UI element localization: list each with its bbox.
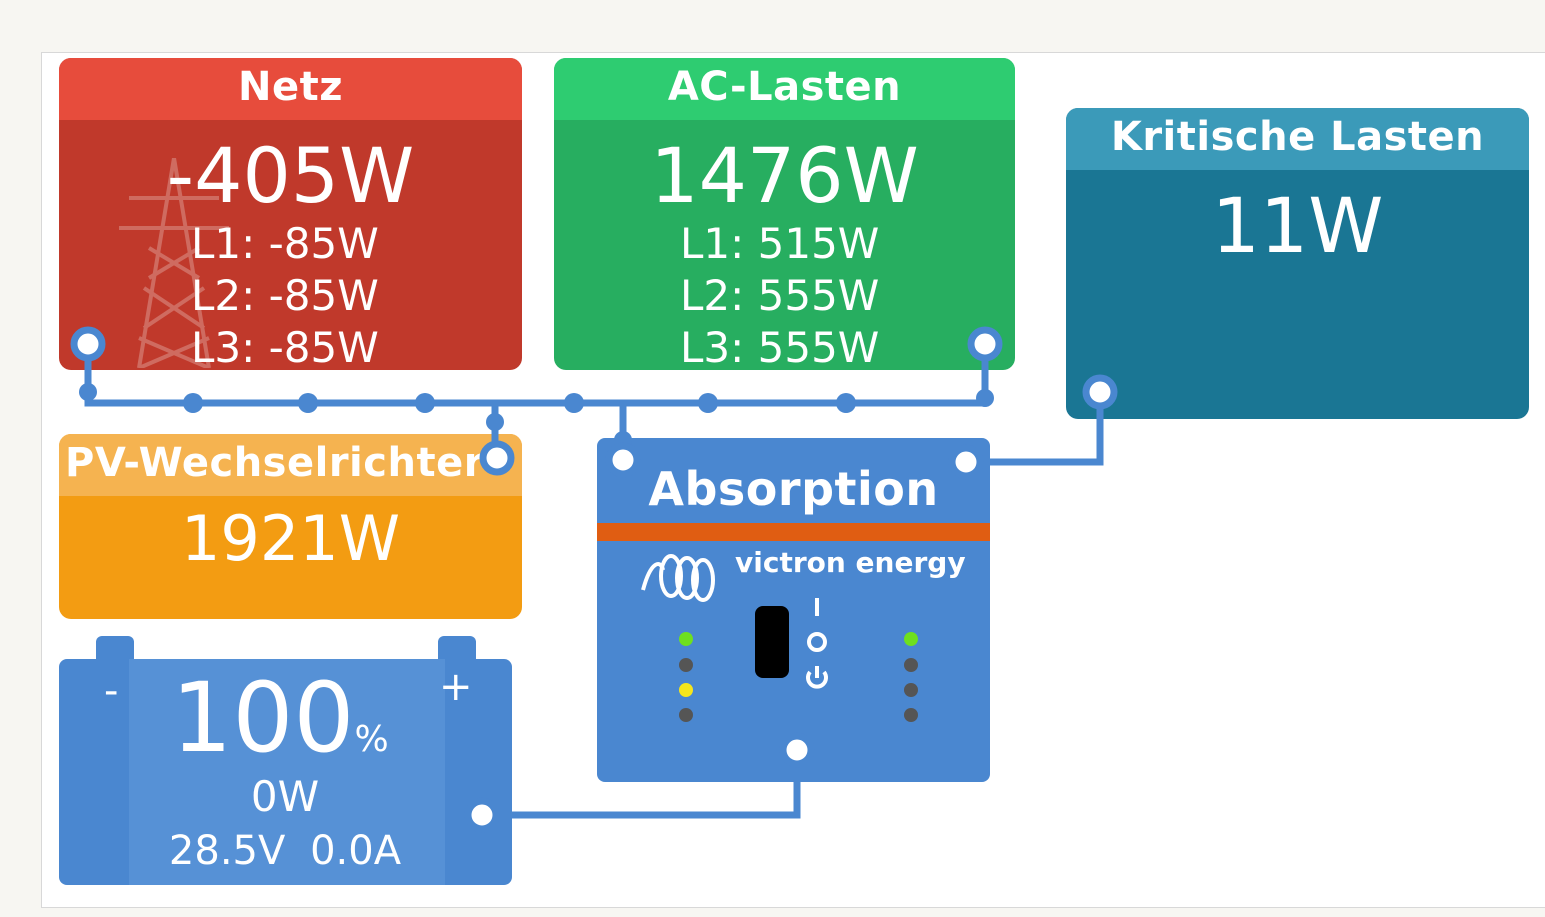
- ac-loads-power: 1476W: [650, 131, 919, 220]
- battery-current: 0.0A: [310, 828, 402, 874]
- led-right-2: [904, 658, 918, 672]
- wire-dots: [79, 383, 994, 449]
- grid-l3: L3: -85W: [191, 323, 379, 370]
- pv-inverter-power: 1921W: [180, 502, 401, 575]
- critical-loads-tile[interactable]: Kritische Lasten 11W: [1066, 108, 1529, 419]
- led-left-3: [679, 683, 693, 697]
- ac-loads-l2: L2: 555W: [680, 271, 880, 320]
- ac-loads-l1: L1: 515W: [680, 219, 880, 268]
- grid-l2: L2: -85W: [191, 271, 379, 320]
- inverter-tile[interactable]: Absorption victron energy: [597, 438, 990, 782]
- battery-soc-value: 100: [171, 662, 355, 774]
- critical-loads-title: Kritische Lasten: [1066, 108, 1529, 170]
- inverter-brand: victron energy: [735, 546, 966, 579]
- battery-tile[interactable]: - +: [59, 659, 512, 885]
- pv-inverter-title: PV-Wechselrichter: [59, 434, 522, 496]
- battery-soc: 100%: [140, 668, 420, 790]
- battery-soc-unit: %: [354, 719, 389, 760]
- grid-l1: L1: -85W: [191, 219, 379, 268]
- inverter-power-switch[interactable]: [755, 606, 789, 678]
- led-left-4: [679, 708, 693, 722]
- battery-minus-label: -: [104, 668, 119, 714]
- connector-sockets: [70, 326, 1118, 833]
- led-right-3: [904, 683, 918, 697]
- power-tower-icon: [119, 158, 229, 368]
- inverter-orange-stripe: [597, 523, 990, 541]
- battery-plus-terminal: [438, 636, 476, 660]
- battery-minus-terminal: [96, 636, 134, 660]
- grid-power: -405W: [166, 131, 415, 220]
- grid-title: Netz: [59, 58, 522, 120]
- ac-loads-title: AC-Lasten: [554, 58, 1015, 120]
- led-left-1: [679, 632, 693, 646]
- ac-loads-tile[interactable]: AC-Lasten 1476W L1: 515W L2: 555W L3: 55…: [554, 58, 1015, 370]
- led-right-1: [904, 632, 918, 646]
- led-right-4: [904, 708, 918, 722]
- battery-voltage-current: 28.5V 0.0A: [140, 826, 430, 876]
- battery-body: [129, 659, 445, 885]
- victron-logo-icon: [641, 554, 715, 602]
- switch-symbols-icon: [806, 598, 828, 689]
- ac-loads-l3: L3: 555W: [680, 323, 880, 370]
- grid-tile[interactable]: Netz -405W L1: -85W L2: -85W L3: -85W: [59, 58, 522, 370]
- pv-inverter-tile[interactable]: PV-Wechselrichter 1921W: [59, 434, 522, 619]
- inverter-state: Absorption: [648, 462, 939, 516]
- led-left-2: [679, 658, 693, 672]
- battery-power: 0W: [250, 772, 320, 821]
- battery-plus-label: +: [439, 664, 473, 710]
- critical-loads-power: 11W: [1211, 181, 1384, 270]
- battery-voltage: 28.5V: [168, 828, 286, 874]
